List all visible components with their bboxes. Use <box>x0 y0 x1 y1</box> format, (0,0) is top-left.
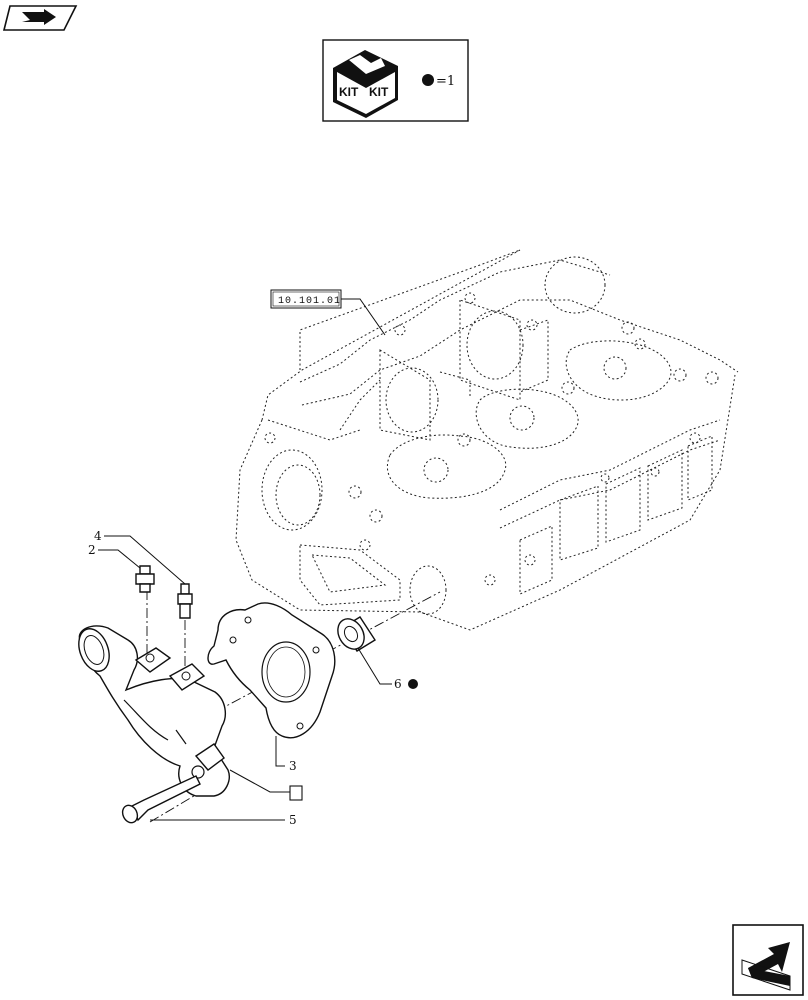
bolt-part <box>121 775 201 824</box>
note-box-icon <box>289 785 303 801</box>
kit-label-right: KIT <box>369 85 389 99</box>
kit-box-icon: KIT KIT <box>333 50 398 118</box>
callout-label-2: 2 <box>88 543 96 557</box>
callout-5[interactable]: 5 <box>150 813 297 827</box>
callout-note[interactable] <box>229 769 303 801</box>
kit-label-left: KIT <box>339 85 359 99</box>
callout-3[interactable]: 3 <box>275 736 297 773</box>
engine-block-phantom <box>235 249 739 631</box>
kit-legend-text: =1 <box>436 74 455 89</box>
kit-bullet-icon <box>408 679 418 689</box>
callout-2[interactable]: 2 <box>88 543 141 569</box>
reference-callout[interactable]: 10.101.01 <box>270 289 386 336</box>
callout-label-6: 6 <box>394 677 402 691</box>
next-page-arrow-icon[interactable] <box>732 924 804 996</box>
sensor-part-4 <box>177 583 193 619</box>
water-outlet-housing <box>78 625 230 797</box>
sleeve-part <box>337 616 376 652</box>
callout-6[interactable]: 6 <box>357 647 418 691</box>
callout-label-4: 4 <box>94 529 102 543</box>
gasket-part <box>207 602 336 739</box>
kit-legend: KIT KIT =1 <box>322 39 469 122</box>
kit-bullet-icon <box>422 74 434 86</box>
fitting-part-2 <box>135 565 155 593</box>
callout-label-5: 5 <box>289 813 297 827</box>
axis-item-5 <box>149 789 205 823</box>
reference-label: 10.101.01 <box>278 296 341 307</box>
callout-4[interactable]: 4 <box>94 529 186 585</box>
book-arrow-icon[interactable] <box>2 5 78 31</box>
callout-label-3: 3 <box>289 759 297 773</box>
